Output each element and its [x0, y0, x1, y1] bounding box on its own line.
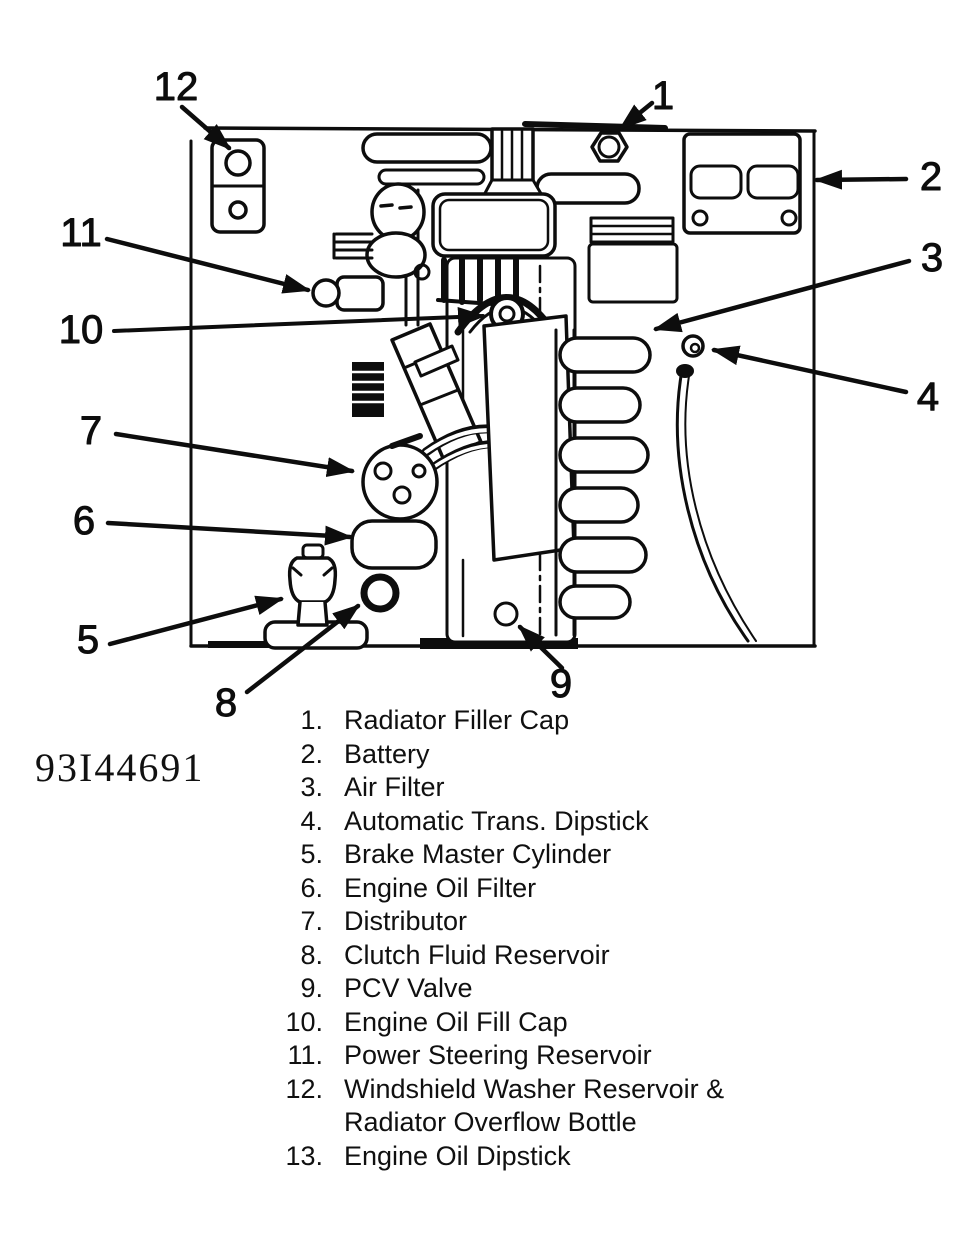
callout-7: 7 [79, 409, 355, 478]
legend-item-12: 12. Windshield Washer Reservoir & Radiat… [281, 1073, 724, 1140]
oil-filter [350, 519, 438, 570]
legend-item-label: Windshield Washer Reservoir & Radiator O… [344, 1073, 725, 1138]
callout-11-label: 11 [60, 211, 102, 255]
callout-3: 3 [653, 236, 944, 333]
callout-4-label: 4 [917, 375, 939, 419]
legend-item-number: 1. [300, 705, 323, 735]
legend-item-6: 6. Engine Oil Filter [281, 872, 724, 906]
legend-item-number: 3. [300, 772, 323, 802]
callout-8: 8 [214, 603, 361, 726]
legend-item-number: 12. [285, 1073, 323, 1104]
legend-item-label: Clutch Fluid Reservoir [344, 939, 610, 970]
callout-3-label: 3 [921, 236, 943, 280]
legend-item-1: 1. Radiator Filler Cap [281, 704, 724, 738]
legend: 1. Radiator Filler Cap 2. Battery 3. Air… [281, 704, 724, 1173]
callout-12-label: 12 [154, 65, 199, 109]
callout-10-label: 10 [59, 308, 104, 352]
legend-item-number: 8. [300, 939, 323, 970]
clutch-fluid-reservoir [360, 573, 400, 613]
legend-item-label: Distributor [344, 906, 468, 936]
callout-2-label: 2 [920, 155, 942, 199]
legend-item-label: Engine Oil Filter [344, 872, 537, 903]
legend-item-label: Engine Oil Fill Cap [344, 1006, 568, 1037]
legend-item-number: 11. [287, 1040, 323, 1070]
battery-tray [587, 216, 679, 304]
power-steering-reservoir [311, 275, 385, 312]
legend-item-label: Power Steering Reservoir [344, 1040, 652, 1070]
legend-item-number: 9. [300, 973, 323, 1003]
legend-item-5: 5. Brake Master Cylinder [281, 838, 724, 872]
legend-item-4: 4. Automatic Trans. Dipstick [281, 805, 724, 839]
legend-item-label: Automatic Trans. Dipstick [344, 805, 649, 836]
legend-item-number: 2. [300, 738, 323, 769]
pcv-valve [493, 601, 519, 627]
callout-1: 1 [618, 74, 675, 131]
callout-6: 6 [72, 499, 353, 546]
legend-item-label: Battery [344, 738, 430, 769]
callout-2: 2 [814, 155, 943, 200]
battery [682, 132, 802, 235]
legend-item-label: Brake Master Cylinder [344, 839, 612, 869]
distributor [361, 433, 439, 521]
legend-item-7: 7. Distributor [281, 905, 724, 939]
legend-item-3: 3. Air Filter [281, 771, 724, 805]
legend-item-10: 10. Engine Oil Fill Cap [281, 1006, 724, 1040]
legend-item-number: 4. [300, 805, 323, 836]
callout-9-label: 9 [550, 662, 572, 706]
trans-dipstick [675, 334, 757, 643]
legend-item-number: 5. [300, 839, 323, 869]
callout-1-label: 1 [652, 74, 674, 118]
legend-item-2: 2. Battery [281, 738, 724, 772]
legend-item-13: 13. Engine Oil Dipstick [281, 1140, 724, 1174]
legend-item-number: 10. [285, 1006, 323, 1037]
figure-code: 93I44691 [35, 745, 205, 790]
callout-10: 10 [58, 307, 486, 353]
exhaust-manifold [554, 328, 652, 637]
legend-item-label: Radiator Filler Cap [344, 705, 570, 735]
callout-12: 12 [153, 65, 232, 151]
legend-item-11: 11. Power Steering Reservoir [281, 1039, 724, 1073]
callout-7-label: 7 [80, 409, 102, 453]
legend-item-number: 6. [300, 872, 323, 903]
callout-4: 4 [711, 345, 940, 420]
legend-item-label: Air Filter [344, 772, 445, 802]
callout-11: 11 [60, 211, 311, 294]
legend-item-number: 7. [300, 906, 323, 936]
washer-reservoir [210, 138, 266, 234]
callout-8-label: 8 [215, 681, 237, 725]
callout-6-label: 6 [73, 499, 95, 543]
legend-item-label: Engine Oil Dipstick [344, 1140, 571, 1171]
legend-item-9: 9. PCV Valve [281, 972, 724, 1006]
callout-5-label: 5 [77, 618, 99, 662]
legend-item-number: 13. [285, 1140, 323, 1171]
callout-5: 5 [76, 595, 284, 663]
legend-item-8: 8. Clutch Fluid Reservoir [281, 939, 724, 973]
legend-item-label: PCV Valve [344, 973, 473, 1003]
callout-9: 9 [517, 624, 573, 707]
radiator-filler-cap [590, 131, 629, 163]
brake-master-cylinder [263, 543, 369, 650]
